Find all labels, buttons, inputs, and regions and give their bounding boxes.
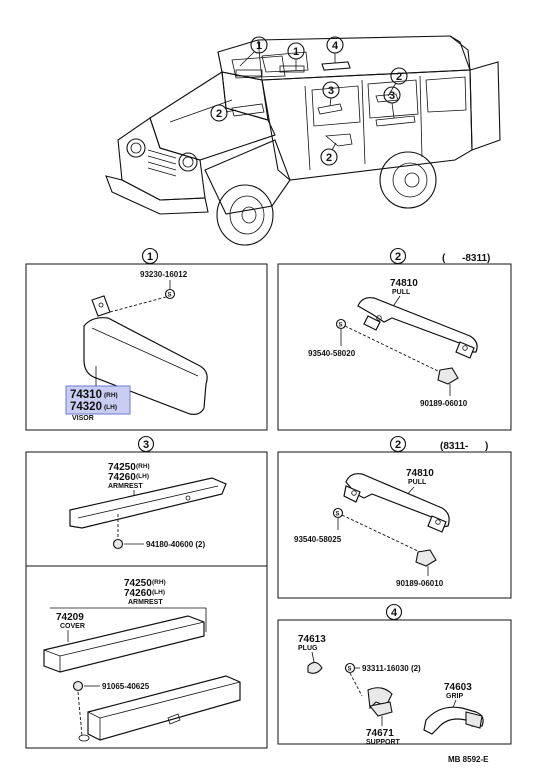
pull-early-screw-pn: 93540-58020 [308, 349, 356, 358]
armrest-b-pn-rh: 74250 [124, 578, 152, 589]
grip-pn: 74603 [444, 682, 472, 693]
svg-text:(LH): (LH) [136, 473, 149, 480]
cover-name: COVER [60, 623, 85, 630]
svg-text:S: S [339, 323, 343, 329]
panel-armrest-b: 74250 (RH) 74260 (LH) ARMREST 74209 COVE… [25, 565, 268, 749]
screw-icon [164, 288, 176, 300]
pull-late-pn: 74810 [406, 468, 434, 479]
svg-text:S: S [168, 293, 172, 299]
visor-pn-highlight [65, 385, 131, 415]
callout-1a: 1 [256, 40, 262, 52]
plug-pn: 74613 [298, 634, 326, 645]
plug-name: PLUG [298, 645, 318, 652]
armrest-a-screw-pn: 94180-40600 (2) [146, 540, 205, 549]
pull-early-name: PULL [392, 289, 411, 296]
pull-late-clip-pn: 90189-06010 [396, 579, 444, 588]
callout-2b: 2 [396, 71, 402, 83]
callout-3a: 3 [328, 85, 334, 97]
cover-part [43, 615, 205, 673]
svg-text:S: S [336, 512, 340, 518]
svg-text:4: 4 [391, 607, 398, 619]
section-header-pull-early: 2 ( -8311) [389, 247, 490, 265]
pull-handle-early [357, 297, 478, 353]
panel-visor: 93230-16012 S 74310 (RH) 74320 (LH) VISO… [25, 263, 268, 431]
pull-early-pn: 74810 [390, 278, 418, 289]
svg-text:2: 2 [395, 251, 401, 263]
plug-icon [307, 661, 323, 674]
screw-icon [335, 318, 347, 330]
armrest-b-pn-lh: 74260 [124, 588, 152, 599]
support-name: SUPPORT [366, 739, 401, 746]
pull-late-screw-pn: 93540-58025 [294, 535, 342, 544]
armrest-a-part [69, 477, 227, 529]
svg-text:(RH): (RH) [136, 463, 150, 470]
callout-2a: 2 [216, 108, 222, 120]
range-label-late: (8311- ) [440, 441, 488, 452]
screw-icon [332, 507, 344, 519]
panel-armrest-a: 74250 (RH) 74260 (LH) ARMREST 94180-4060… [25, 451, 268, 567]
svg-text:3: 3 [143, 439, 149, 451]
clip-icon [437, 367, 459, 385]
screw-icon [344, 662, 356, 674]
visor-screw-pn: 93230-16012 [140, 270, 188, 279]
callout-1b: 1 [293, 46, 299, 58]
svg-text:(LH): (LH) [152, 589, 165, 596]
svg-text:(RH): (RH) [152, 579, 166, 586]
panel-grip: 74613 PLUG S 93311-16030 (2) 74671 SUPPO… [277, 619, 512, 746]
svg-text:2: 2 [395, 439, 401, 451]
visor-pn-lh: 74320 [70, 401, 102, 413]
cover-pn: 74209 [56, 612, 84, 623]
pull-early-clip-pn: 90189-06010 [420, 399, 468, 408]
visor-part [83, 317, 208, 415]
screw-icon [72, 680, 84, 692]
footer-code: MB 8592-E [448, 755, 489, 764]
visor-name: VISOR [72, 415, 94, 422]
svg-text:(LH): (LH) [104, 404, 117, 411]
range-label-early: ( -8311) [442, 253, 490, 264]
vehicle-callouts: 1 1 4 2 2 3 [210, 36, 408, 166]
callout-4a: 4 [332, 40, 339, 52]
pull-late-name: PULL [408, 479, 427, 486]
armrest-b-name: ARMREST [128, 599, 163, 606]
armrest-a-pn-lh: 74260 [108, 472, 136, 483]
section-header-pull-late: 2 (8311- ) [389, 435, 488, 453]
svg-text:(RH): (RH) [104, 392, 118, 399]
panel-pull-late: 74810 PULL S 93540-58025 90189-06010 [277, 451, 512, 599]
vehicle-illustration [105, 35, 501, 246]
armrest-a-pn-rh: 74250 [108, 462, 136, 473]
clip-icon [415, 549, 437, 567]
svg-text:S: S [348, 667, 352, 673]
section-header-visor: 1 [141, 247, 159, 265]
armrest-b-screw-pn: 91065-40625 [102, 682, 150, 691]
grip-name: GRIP [446, 693, 463, 700]
panel-pull-early: 74810 PULL S 93540-58020 90189-06010 [277, 263, 512, 431]
callout-3b: 3 [389, 90, 395, 102]
grip-screw-pn: 93311-16030 (2) [362, 664, 421, 673]
screw-icon [112, 538, 124, 550]
callout-2c: 2 [326, 152, 332, 164]
section-header-grip: 4 [385, 603, 403, 621]
support-pn: 74671 [366, 728, 394, 739]
section-header-armrest: 3 [137, 435, 155, 453]
svg-text:1: 1 [147, 251, 153, 263]
visor-pn-rh: 74310 [70, 389, 102, 401]
armrest-a-name: ARMREST [108, 483, 143, 490]
